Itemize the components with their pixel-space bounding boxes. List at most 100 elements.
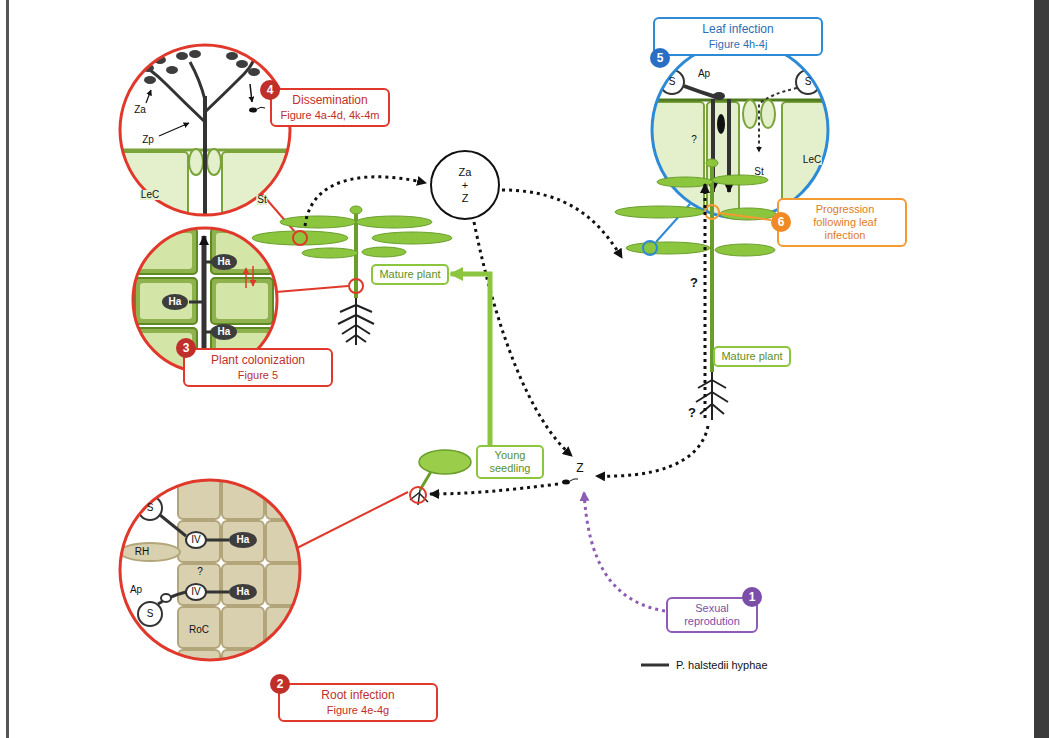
leaf-infection-inset [684, 86, 716, 97]
part-label: Ha [217, 327, 232, 337]
dissemination-inset [146, 90, 151, 103]
dissemination-inset [110, 45, 302, 232]
seedling-drawing [410, 487, 426, 503]
mature-plant-drawing [252, 206, 452, 345]
callout-number: 2 [270, 674, 290, 694]
part-label: S [804, 77, 813, 87]
part-label: S [668, 77, 677, 87]
part-label: IV [190, 587, 201, 597]
part-label: S [146, 503, 155, 513]
root-infection-inset [206, 591, 229, 594]
part-label: ? [689, 276, 699, 289]
mature-plant-drawing [643, 241, 657, 255]
dissemination-inset [249, 108, 257, 113]
dissemination-inset [257, 107, 265, 109]
part-label: ? [196, 567, 204, 577]
box-text: Figure 4h-4j [663, 37, 813, 51]
part-label: Za [133, 105, 147, 115]
stage-box: Root infectionFigure 4e-4g [278, 683, 438, 722]
root-infection-inset [297, 492, 408, 548]
leaf-infection-inset [743, 100, 757, 128]
spore-icon [562, 480, 570, 485]
mature-plant-drawing [720, 208, 776, 220]
dissemination-inset [176, 52, 188, 60]
mature-plant-drawing [338, 298, 374, 345]
dissemination-inset [226, 52, 238, 60]
plant-stage-box: Mature plant [371, 264, 448, 285]
seedling-drawing [410, 450, 471, 505]
mature-plant-drawing [252, 231, 348, 245]
colonization-inset [245, 268, 247, 288]
root-infection-inset [120, 480, 300, 660]
dissemination-inset [189, 50, 201, 58]
circle-outline [431, 151, 499, 219]
dissemination-inset [166, 66, 178, 74]
plant-stage-box: Mature plant [713, 346, 790, 367]
part-label: Ap [697, 69, 711, 79]
root-infection-inset [186, 584, 206, 600]
stage-box: DisseminationFigure 4a-4d, 4k-4m [270, 88, 389, 127]
mature-plant-drawing [302, 248, 358, 258]
box-text: Figure 4e-4g [288, 703, 428, 717]
part-label: ? [690, 135, 698, 145]
root-infection-inset [138, 602, 162, 626]
mature-plant-drawing [615, 159, 776, 256]
leaf-infection-inset [646, 99, 840, 102]
stage-box: Leaf infectionFigure 4h-4j [653, 17, 823, 56]
callout-number: 5 [650, 48, 670, 68]
root-infection-inset [160, 515, 186, 536]
part-label: Z [575, 462, 584, 474]
part-label: LeC [140, 190, 160, 200]
cycle-arrow [305, 177, 426, 226]
cycle-arrow [305, 177, 708, 494]
mature-plant-drawing [719, 213, 771, 220]
callout-number: 6 [771, 212, 791, 232]
colonization-inset [135, 278, 197, 324]
leaf-infection-inset [761, 100, 775, 128]
root-infection-inset [222, 564, 264, 605]
colonization-inset [162, 294, 188, 310]
stage-box: Progression following leaf infection [777, 198, 907, 247]
part-label: IV [190, 535, 201, 545]
page-edge-line [6, 0, 9, 738]
mature-plant-drawing [350, 206, 362, 214]
legend-entry: P. halstedii hyphae [640, 657, 768, 673]
part-label: Ha [168, 297, 183, 307]
box-title: Sexual reprodution [676, 602, 748, 628]
root-infection-inset [158, 592, 186, 604]
legend-line [641, 664, 669, 667]
root-infection-inset [120, 478, 308, 691]
leaf-infection-inset [759, 88, 797, 152]
sexual-reproduction-arrow [584, 492, 672, 612]
dissemination-inset [150, 60, 254, 122]
dissemination-inset [120, 45, 290, 215]
callout-digit: 1 [749, 590, 756, 604]
mature-plant-drawing [710, 165, 714, 372]
root-infection-inset [266, 521, 308, 562]
dissemination-inset [203, 96, 207, 232]
dissemination-inset [159, 123, 189, 136]
part-label: LeC [802, 155, 822, 165]
cycle-arrow [596, 426, 708, 476]
root-infection-inset [266, 478, 308, 519]
leaf-infection-inset [646, 102, 704, 222]
part-label: Ap [129, 585, 143, 595]
leaf-infection-inset [717, 114, 725, 134]
root-infection-inset [178, 564, 220, 605]
colonization-inset [252, 266, 254, 286]
root-infection-inset [206, 539, 229, 542]
colonization-inset [211, 324, 237, 340]
box-text: Figure 5 [193, 368, 323, 382]
box-title: Young seedling [484, 449, 536, 475]
page-edge-bar [1034, 0, 1049, 738]
legend-line [640, 657, 670, 673]
part-label: S [146, 609, 155, 619]
part-label: St [753, 167, 764, 177]
box-title: Plant colonization [193, 353, 323, 368]
box-title: Mature plant [379, 268, 440, 281]
mature-plant-drawing [372, 232, 452, 244]
mature-plant-drawing [715, 244, 775, 256]
part-label: Ha [236, 587, 251, 597]
